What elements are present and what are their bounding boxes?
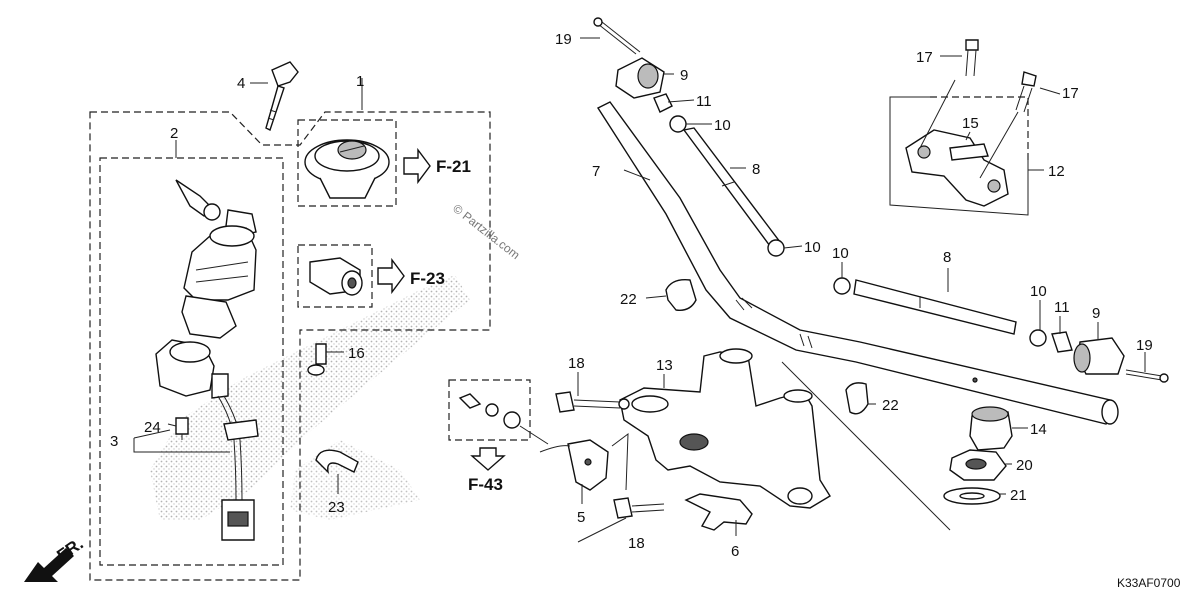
shadow-stipple-2 <box>290 440 420 520</box>
callout-9-right[interactable]: 9 <box>1092 305 1100 322</box>
arrow-f21-icon <box>403 147 431 185</box>
rod-8-top-icon[interactable] <box>682 127 785 257</box>
callout-leader-lines <box>133 37 1146 543</box>
holder-leader-lines <box>919 79 1019 179</box>
bridge-leader-line <box>781 361 951 531</box>
band-clip-23-icon[interactable] <box>315 449 359 475</box>
callout-19-right[interactable]: 19 <box>1136 337 1153 354</box>
clamp-5-icon[interactable] <box>539 439 609 491</box>
ref-f23[interactable]: F-23 <box>410 269 445 288</box>
callout-20[interactable]: 20 <box>1016 457 1033 474</box>
callout-8-top[interactable]: 8 <box>752 161 760 178</box>
f43-box <box>448 379 531 441</box>
switch-harness-icon[interactable] <box>155 339 259 541</box>
clamp-leader-line <box>611 432 629 491</box>
bolt-18-bottom-icon[interactable] <box>613 497 665 519</box>
callout-21[interactable]: 21 <box>1010 487 1027 504</box>
callout-15[interactable]: 15 <box>962 115 979 132</box>
callout-11-top[interactable]: 11 <box>696 93 712 110</box>
callout-17-right[interactable]: 17 <box>1062 85 1079 102</box>
fuel-cap-icon[interactable] <box>304 139 390 199</box>
f21-box <box>297 119 397 207</box>
callout-11-right[interactable]: 11 <box>1054 299 1070 316</box>
bolt-18-top-icon[interactable] <box>555 391 630 413</box>
bolt-17-right-icon[interactable] <box>1015 71 1037 113</box>
arrow-f43-icon <box>470 447 506 471</box>
top-bridge-13-icon[interactable] <box>619 348 831 509</box>
callout-2[interactable]: 2 <box>170 125 178 142</box>
ref-f21[interactable]: F-21 <box>436 157 471 176</box>
key-4-icon[interactable] <box>265 61 299 131</box>
f23-box <box>297 244 373 308</box>
callout-24[interactable]: 24 <box>144 419 161 436</box>
bracket-6-icon[interactable] <box>684 493 753 531</box>
figure-code: K33AF0700 <box>1117 576 1181 590</box>
callout-1[interactable]: 1 <box>356 73 364 90</box>
bar-end-weight-9-top-icon[interactable] <box>615 57 665 99</box>
arrow-f23-icon <box>377 257 405 295</box>
washer-21-icon[interactable] <box>943 487 1001 505</box>
bar-end-weight-9-right-icon[interactable] <box>1073 337 1125 375</box>
lock-cylinder-icon[interactable] <box>309 257 363 296</box>
callout-9-top[interactable]: 9 <box>680 67 688 84</box>
callout-19-top[interactable]: 19 <box>555 31 572 48</box>
callout-4[interactable]: 4 <box>237 75 245 92</box>
watermark: © Partzilla.com <box>450 201 522 262</box>
assembly-1-outline <box>89 111 491 581</box>
callout-12[interactable]: 12 <box>1048 163 1065 180</box>
callout-8-right[interactable]: 8 <box>943 249 951 266</box>
callout-22-right[interactable]: 22 <box>882 397 899 414</box>
bolt-16-icon[interactable] <box>307 343 327 376</box>
cap-14-icon[interactable] <box>969 406 1013 451</box>
callouts: 1 2 3 4 5 6 7 8 8 9 9 10 10 10 10 11 11 … <box>110 31 1153 560</box>
callout-18-top[interactable]: 18 <box>568 355 585 372</box>
callout-5[interactable]: 5 <box>577 509 585 526</box>
callout-10-top[interactable]: 10 <box>714 117 731 134</box>
callout-18-bottom[interactable]: 18 <box>628 535 645 552</box>
clip-22-left-icon[interactable] <box>665 279 697 311</box>
shadow-stipple <box>150 275 470 520</box>
callout-13[interactable]: 13 <box>656 357 673 374</box>
ref-f43[interactable]: F-43 <box>468 475 503 494</box>
callout-10-mid[interactable]: 10 <box>804 239 821 256</box>
callout-7[interactable]: 7 <box>592 163 600 180</box>
screw-19-top-icon[interactable] <box>593 17 641 55</box>
callout-23[interactable]: 23 <box>328 499 345 516</box>
callout-14[interactable]: 14 <box>1030 421 1047 438</box>
handlebar-7-icon[interactable] <box>596 101 1119 425</box>
callout-16[interactable]: 16 <box>348 345 365 362</box>
assembly-12-bracket <box>889 96 1029 216</box>
callout-10-left[interactable]: 10 <box>832 245 849 262</box>
nut-20-icon[interactable] <box>949 449 1007 481</box>
bolt-17-left-icon[interactable] <box>965 39 979 77</box>
callout-22-left[interactable]: 22 <box>620 291 637 308</box>
screw-24-icon[interactable] <box>175 417 189 440</box>
front-direction-arrow-icon <box>24 548 74 582</box>
callout-17-left[interactable]: 17 <box>916 49 933 66</box>
ignition-switch-icon[interactable] <box>175 179 257 339</box>
callout-3[interactable]: 3 <box>110 433 118 450</box>
rod-8-right-icon[interactable] <box>833 277 1073 353</box>
callout-6[interactable]: 6 <box>731 543 739 560</box>
screw-19-right-icon[interactable] <box>1125 369 1169 383</box>
callout-10-right[interactable]: 10 <box>1030 283 1047 300</box>
handlebar-holder-12-icon[interactable] <box>905 129 1009 207</box>
clip-22-right-icon[interactable] <box>845 382 869 415</box>
assembly-2-outline <box>99 157 284 566</box>
collar-11-top-icon[interactable] <box>653 93 673 113</box>
f43-bolt-icon[interactable] <box>458 393 549 445</box>
